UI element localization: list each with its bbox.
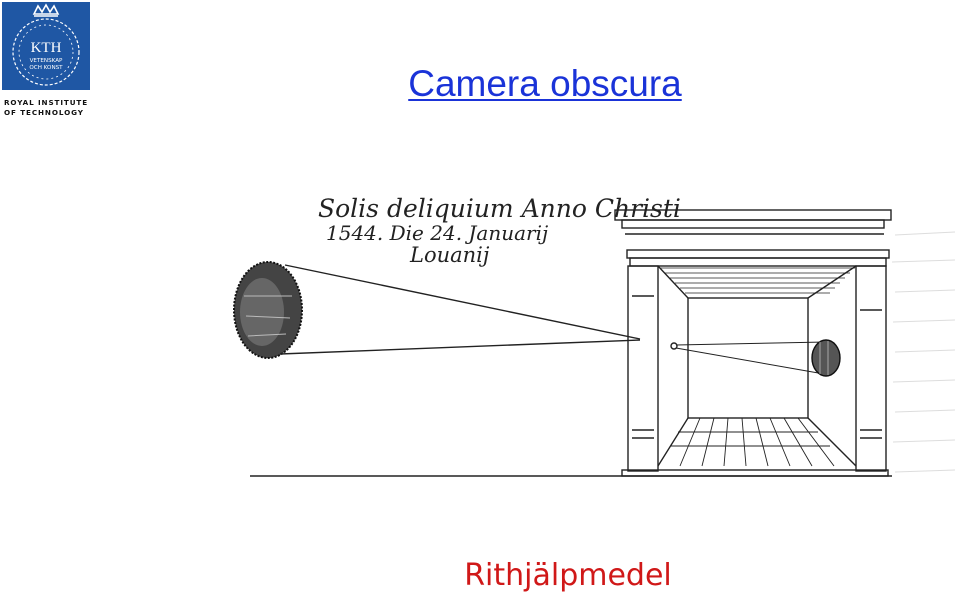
slide-subtitle: Rithjälpmedel [464, 558, 672, 593]
light-ray-upper [284, 264, 641, 340]
inscription-line3: Louanij [409, 243, 490, 267]
institution-name: ROYAL INSTITUTE OF TECHNOLOGY [4, 98, 104, 118]
kth-logo: KTH VETENSKAP OCH KONST [2, 2, 90, 90]
institution-line1: ROYAL INSTITUTE [4, 98, 89, 107]
kth-crest-icon: KTH VETENSKAP OCH KONST [12, 3, 80, 86]
slide-title: Camera obscura [408, 63, 682, 104]
inscription-line2: 1544. Die 24. Januarij [326, 221, 548, 245]
bleed-through-text [891, 231, 956, 473]
camera-obscura-room [614, 209, 892, 477]
logo-motto-line1: VETENSKAP [30, 58, 63, 64]
logo-motto-line2: OCH KONST [29, 65, 63, 71]
eclipsed-sun [233, 261, 303, 359]
institution-line2: OF TECHNOLOGY [4, 108, 84, 117]
inscription-line1: Solis deliquium Anno Christi [318, 194, 681, 223]
light-ray-lower [279, 339, 641, 355]
logo-monogram: KTH [31, 40, 62, 56]
